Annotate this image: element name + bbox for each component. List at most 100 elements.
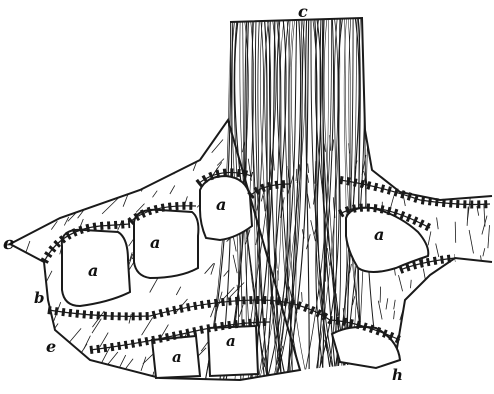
fiber-hatch	[239, 305, 243, 317]
fiber-hatch	[408, 305, 409, 321]
fiber-hatch	[475, 344, 477, 356]
fiber-hatch	[150, 278, 158, 293]
fiber-hatch	[419, 306, 424, 323]
fiber-hatch	[422, 326, 425, 335]
fiber-hatch	[308, 164, 309, 173]
fiber-hatch	[474, 159, 478, 174]
fiber-stroke	[340, 18, 347, 380]
fiber-hatch	[435, 280, 437, 290]
fiber-hatch	[82, 344, 87, 352]
fiber-hatch	[170, 185, 175, 194]
label-a1: a	[88, 261, 98, 280]
fiber-hatch	[42, 151, 49, 163]
fiber-hatch	[14, 186, 16, 194]
label-a2: a	[150, 233, 160, 252]
fiber-hatch	[485, 282, 488, 300]
fiber-hatch	[472, 311, 475, 334]
label-h: h	[392, 366, 403, 384]
fiber-hatch	[234, 238, 237, 252]
fiber-hatch	[420, 149, 422, 157]
fiber-hatch	[145, 143, 155, 161]
fiber-hatch	[38, 186, 41, 196]
fiber-hatch	[77, 179, 82, 188]
fiber-hatch	[477, 181, 480, 191]
fiber-hatch	[420, 334, 424, 355]
fiber-hatch	[488, 225, 490, 248]
fiber-hatch	[22, 213, 29, 229]
fiber-hatch	[386, 298, 388, 309]
fiber-hatch	[16, 210, 20, 229]
fiber-hatch	[433, 170, 435, 180]
fiber-hatch	[98, 169, 103, 189]
fiber-hatch	[390, 140, 392, 155]
fiber-hatch	[49, 174, 53, 184]
fiber-hatch	[178, 145, 186, 154]
fiber-hatch	[477, 339, 479, 347]
fiber-hatch	[411, 280, 412, 288]
fiber-hatch	[24, 264, 35, 280]
label-a5: a	[172, 348, 182, 366]
fiber-hatch	[378, 301, 382, 320]
label-a4: a	[374, 225, 384, 244]
fiber-hatch	[459, 136, 460, 151]
label-a3: a	[216, 195, 226, 214]
fiber-hatch	[481, 282, 482, 298]
fiber-hatch	[120, 355, 126, 367]
fiber-hatch	[153, 191, 158, 198]
cell-h	[332, 327, 400, 368]
fiber-hatch	[176, 287, 181, 295]
fiber-hatch	[488, 349, 489, 365]
fiber-hatch	[455, 222, 456, 243]
fiber-hatch	[151, 169, 154, 178]
fiber-hatch	[68, 211, 78, 222]
fiber-hatch	[37, 195, 45, 209]
fiber-hatch	[428, 231, 431, 245]
fiber-hatch	[31, 308, 38, 331]
fiber-hatch	[76, 191, 81, 209]
label-b: b	[34, 289, 45, 307]
fiber-hatch	[296, 169, 297, 181]
fiber-hatch	[399, 275, 403, 291]
fiber-hatch	[477, 277, 479, 293]
fiber-hatch	[107, 352, 118, 366]
fiber-hatch	[68, 328, 82, 344]
fiber-hatch	[302, 292, 303, 302]
fiber-hatch	[444, 291, 447, 311]
fiber-hatch	[129, 314, 131, 323]
fiber-hatch	[13, 266, 25, 283]
fiber-hatch	[436, 244, 439, 258]
fiber-hatch	[25, 179, 30, 201]
label-a6: a	[226, 332, 236, 350]
fiber-hatch	[431, 326, 434, 340]
fiber-hatch	[482, 142, 483, 152]
fiber-hatch	[82, 178, 88, 189]
fiber-hatch	[447, 313, 448, 323]
fiber-hatch	[469, 230, 473, 253]
fiber-hatch	[126, 359, 133, 368]
fiber-hatch	[75, 138, 88, 153]
fiber-hatch	[311, 220, 316, 241]
fiber-hatch	[406, 357, 409, 377]
fiber-hatch	[91, 136, 107, 151]
fiber-hatch	[141, 357, 146, 371]
fiber-hatch	[467, 314, 468, 324]
fiber-hatch	[327, 248, 329, 266]
fiber-hatch	[233, 255, 237, 273]
fiber-hatch	[434, 142, 437, 160]
fiber-hatch	[264, 358, 265, 367]
cell-a2	[134, 210, 198, 278]
fiber-hatch	[467, 207, 468, 226]
fiber-hatch	[278, 271, 279, 281]
fiber-hatch	[413, 303, 415, 322]
fiber-hatch	[394, 300, 396, 310]
fiber-hatch	[67, 181, 70, 194]
fiber-hatch	[21, 331, 29, 341]
fiber-hatch	[17, 197, 21, 206]
fiber-hatch	[467, 137, 468, 150]
fiber-hatch	[74, 177, 89, 192]
fiber-hatch	[483, 248, 485, 256]
fiber-hatch	[12, 358, 18, 375]
fiber-hatch	[474, 169, 477, 186]
fiber-hatch	[19, 219, 24, 228]
